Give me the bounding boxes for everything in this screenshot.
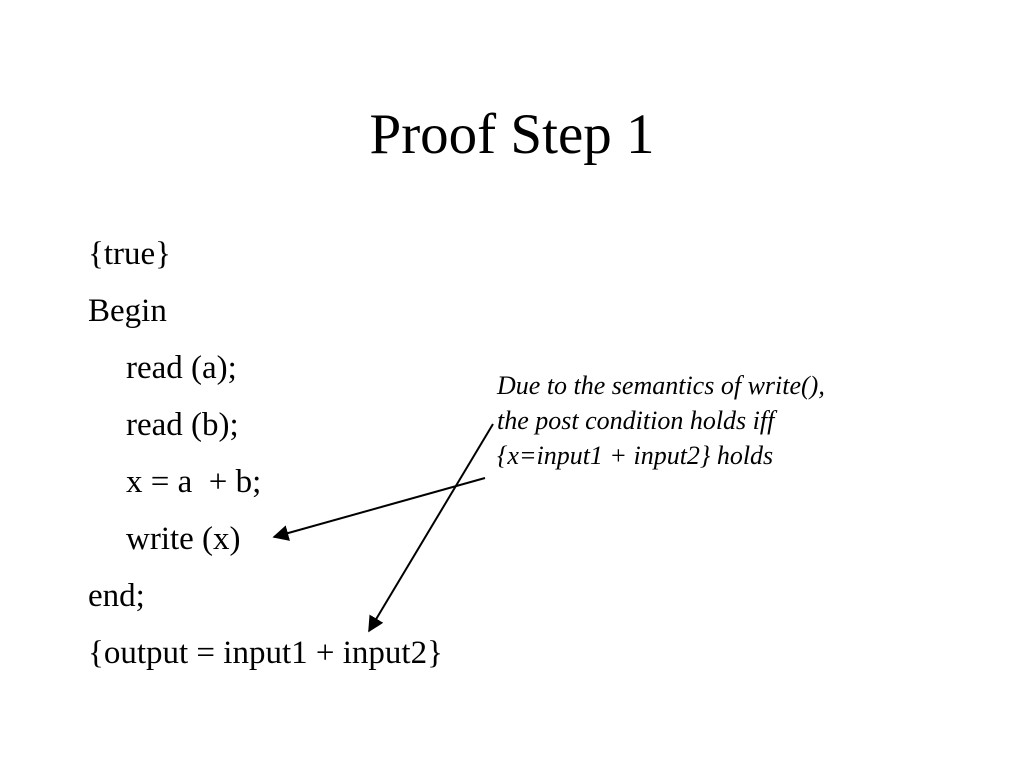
precondition-line: {true} — [88, 236, 171, 272]
annotation-note: Due to the semantics of write(), the pos… — [497, 368, 967, 473]
begin-line: Begin — [88, 293, 167, 329]
postcondition-line: {output = input1 + input2} — [88, 635, 443, 671]
read-a-line: read (a); — [126, 350, 237, 386]
assignment-line: x = a + b; — [126, 464, 262, 500]
arrow-to-postcondition-line — [368, 423, 494, 633]
annotation-line-2: the post condition holds iff — [497, 406, 775, 435]
annotation-line-3: {x=input1 + input2} holds — [497, 441, 774, 470]
slide-title: Proof Step 1 — [369, 103, 655, 166]
write-line: write (x) — [126, 521, 241, 557]
read-b-line: read (b); — [126, 407, 239, 443]
arrow-to-write-line — [272, 477, 486, 541]
end-line: end; — [88, 578, 145, 614]
annotation-line-1: Due to the semantics of write(), — [497, 371, 825, 400]
